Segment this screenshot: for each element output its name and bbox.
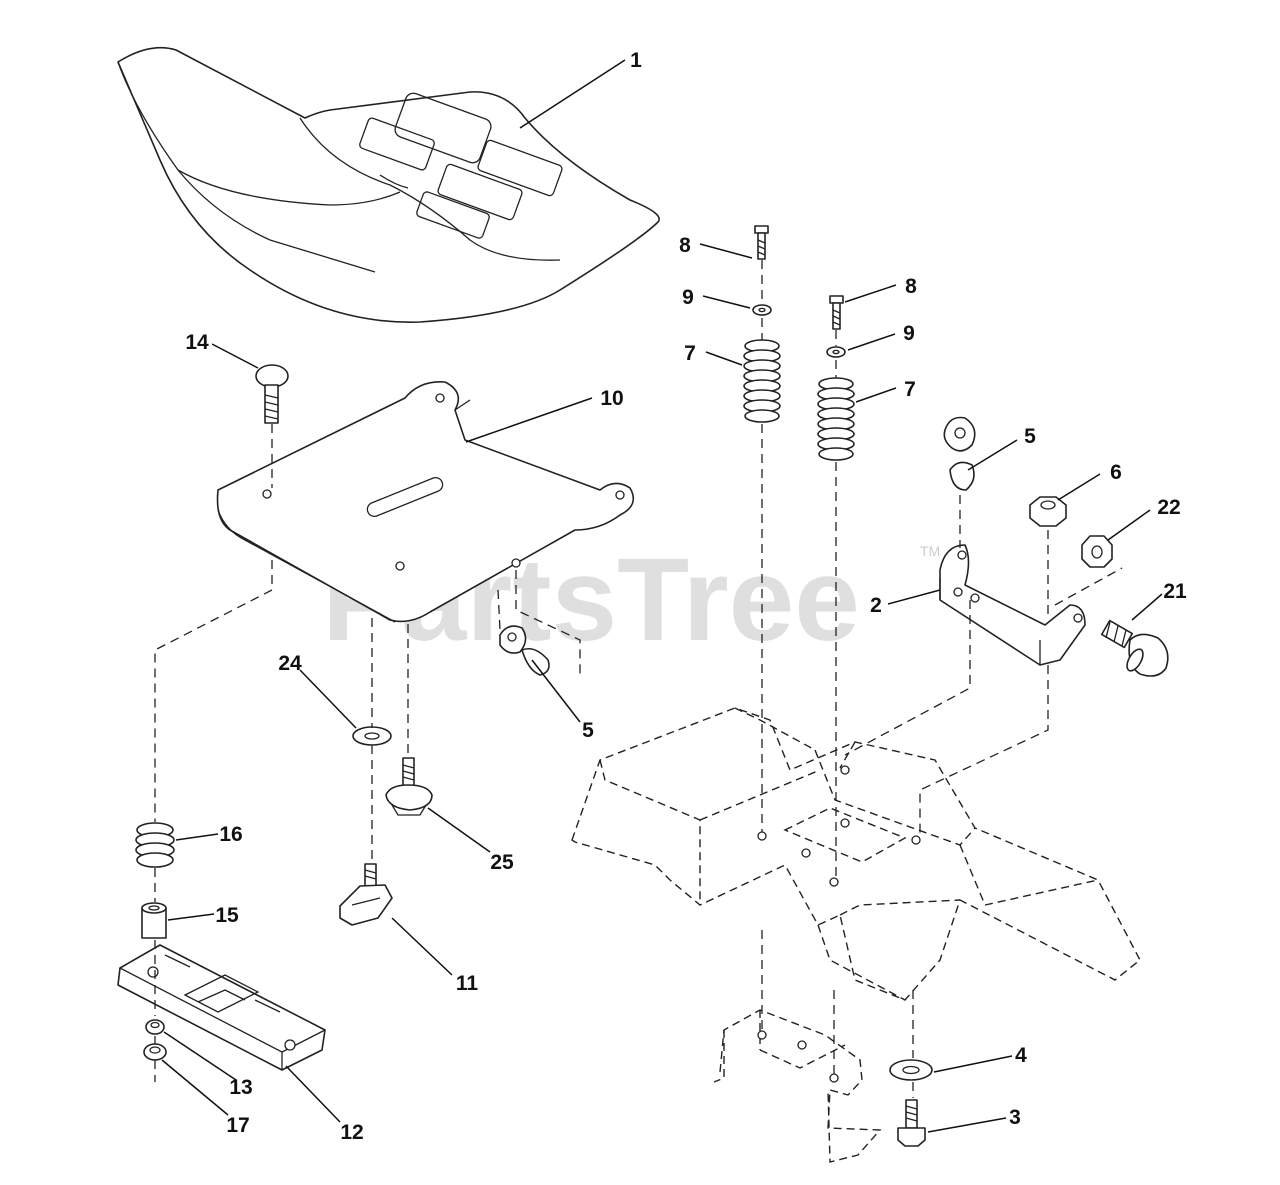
seat-part [117, 46, 660, 323]
spacer-part [141, 902, 167, 939]
callout-21: 21 [1163, 580, 1187, 603]
callout-11: 11 [456, 972, 479, 995]
callout-8-right: 8 [905, 275, 917, 298]
callout-8-left: 8 [679, 234, 691, 257]
knob-part [339, 863, 393, 926]
callout-7-left: 7 [684, 342, 696, 365]
spring-16-part [135, 822, 175, 868]
carriage-bolt-part [255, 364, 289, 424]
knob-bolt-part [1100, 619, 1169, 677]
watermark-tm: TM [920, 543, 940, 559]
washer-4-part [889, 1059, 933, 1081]
bracket-part [939, 544, 1086, 666]
callout-12: 12 [340, 1121, 363, 1144]
callout-10: 10 [600, 387, 623, 410]
shoulder-bolt-part [385, 757, 433, 816]
nut-17-part [143, 1043, 167, 1061]
callout-25: 25 [490, 851, 514, 874]
callout-1: 1 [630, 49, 642, 72]
bolt-3-part [897, 1099, 926, 1147]
callout-4: 4 [1015, 1044, 1027, 1067]
nut-13-part [145, 1019, 165, 1035]
callout-3: 3 [1009, 1106, 1021, 1129]
callout-24: 24 [278, 652, 302, 675]
callout-15: 15 [215, 904, 239, 927]
leader-lines [161, 59, 1163, 1133]
nut-6-part [1029, 496, 1067, 527]
nut-22-part [1081, 535, 1113, 568]
callout-16: 16 [219, 823, 242, 846]
callout-22: 22 [1157, 496, 1180, 519]
flat-washer-part [352, 726, 392, 746]
callout-9-right: 9 [903, 322, 915, 345]
callout-7-right: 7 [904, 378, 916, 401]
callout-17: 17 [226, 1114, 249, 1137]
rail-part [117, 944, 326, 1071]
callout-14: 14 [185, 331, 209, 354]
clip-right-part [943, 416, 976, 491]
callout-5-right: 5 [1024, 425, 1036, 448]
right-spring-stack [817, 295, 855, 461]
callout-9-left: 9 [682, 286, 694, 309]
seat-pan-part [216, 381, 635, 623]
callout-labels: 1 8 9 7 8 9 7 14 10 5 6 22 2 21 5 24 25 … [185, 49, 1187, 1144]
callout-6: 6 [1110, 461, 1122, 484]
callout-2: 2 [870, 594, 882, 617]
left-spring-stack [743, 225, 781, 423]
callout-5-left: 5 [582, 719, 594, 742]
callout-13: 13 [229, 1076, 252, 1099]
frame-ghost [571, 707, 1141, 1163]
clip-left-part [499, 625, 550, 676]
assembly-lines [154, 260, 1123, 1098]
